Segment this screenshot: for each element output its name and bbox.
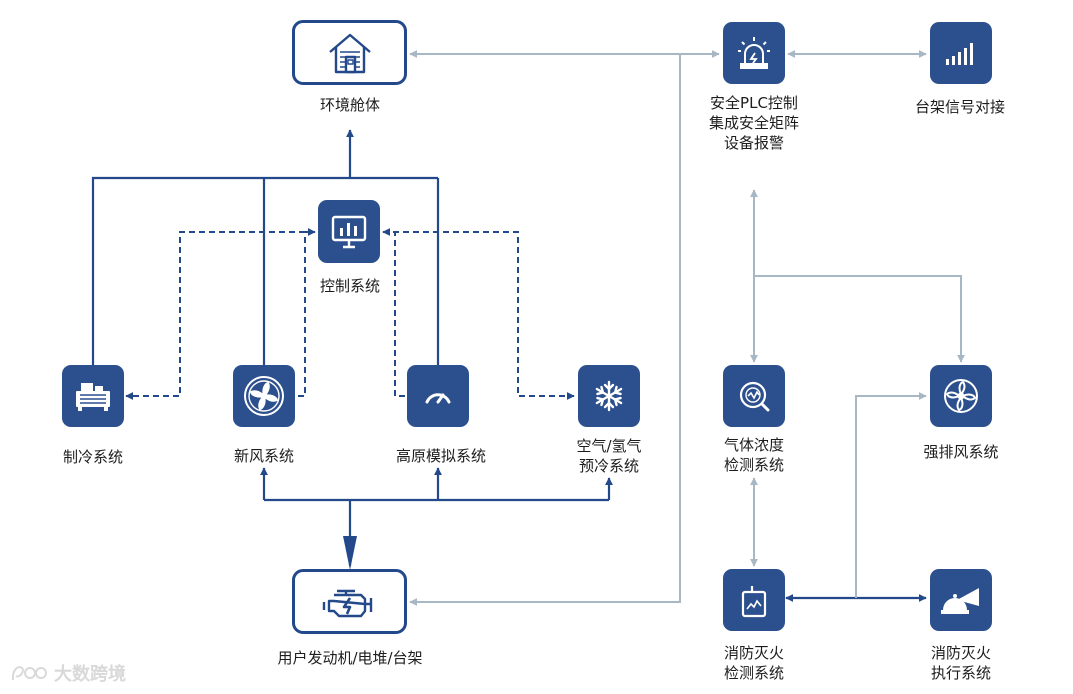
- engine-node[interactable]: [292, 569, 407, 634]
- chiller-unit-icon: [76, 383, 110, 411]
- plateau-label: 高原模拟系统: [395, 447, 487, 465]
- refrigeration-to-cabin-line: [91, 176, 438, 365]
- alarm-horn-icon: [941, 588, 979, 614]
- plc-node[interactable]: [723, 22, 785, 84]
- engine-icon: [322, 589, 372, 617]
- precool-label: 空气/氢气预冷系统: [576, 437, 642, 475]
- refrigeration-node[interactable]: [62, 365, 124, 427]
- fire-detect-label: 消防灭火检测系统: [723, 644, 785, 682]
- monitor-chart-icon: [331, 215, 367, 248]
- fresh-air-to-control-line: [298, 228, 316, 397]
- plateau-to-control-line: [382, 228, 405, 397]
- gas-detect-node[interactable]: [723, 365, 785, 427]
- control-to-refrigeration-line: [125, 231, 315, 400]
- fire-detector-icon: [741, 586, 767, 618]
- plc-label: 安全PLC控制集成安全矩阵设备报警: [708, 94, 800, 152]
- signal-bars-icon: [946, 43, 973, 65]
- control-node[interactable]: [318, 200, 380, 263]
- watermark: 大数跨境: [10, 660, 126, 686]
- control-loop-lines: [125, 228, 575, 400]
- cabin-feed-lines: [91, 129, 440, 365]
- rack-signal-node[interactable]: [930, 22, 992, 84]
- gas-sensor-icon: [739, 381, 770, 412]
- plateau-node[interactable]: [407, 365, 469, 427]
- house-icon: [328, 33, 371, 73]
- fire-detect-node[interactable]: [723, 569, 785, 631]
- plc-engine-line: [409, 54, 681, 606]
- alarm-light-icon: [738, 37, 770, 69]
- gas-detect-label: 气体浓度检测系统: [723, 436, 785, 474]
- refrigeration-label: 制冷系统: [62, 448, 124, 466]
- fresh-air-node[interactable]: [233, 365, 295, 427]
- control-label: 控制系统: [319, 277, 381, 295]
- fire-exhaust-line: [855, 392, 927, 598]
- watermark-logo-icon: [11, 666, 47, 681]
- engine-label: 用户发动机/电堆/台架: [277, 649, 423, 667]
- engine-trunk-arrowhead: [343, 536, 357, 570]
- precool-node[interactable]: [578, 365, 640, 427]
- exhaust-label: 强排风系统: [923, 443, 999, 461]
- safety-lines: [409, 50, 965, 606]
- watermark-text: 大数跨境: [54, 664, 126, 685]
- ventilation-fan-icon: [944, 379, 978, 413]
- fire-exec-node[interactable]: [930, 569, 992, 631]
- fire-exec-label: 消防灭火执行系统: [930, 644, 992, 682]
- fresh-air-label: 新风系统: [233, 447, 295, 465]
- cabin-label: 环境舱体: [319, 96, 381, 114]
- gauge-icon: [425, 393, 451, 404]
- gas-exhaust-line: [754, 275, 965, 363]
- engine-feed-lines: [260, 467, 613, 566]
- rack-signal-label: 台架信号对接: [914, 98, 1006, 116]
- fan-wheel-icon: [244, 376, 284, 416]
- exhaust-node[interactable]: [930, 365, 992, 427]
- snowflake-icon: [595, 380, 623, 412]
- cabin-node[interactable]: [292, 20, 407, 85]
